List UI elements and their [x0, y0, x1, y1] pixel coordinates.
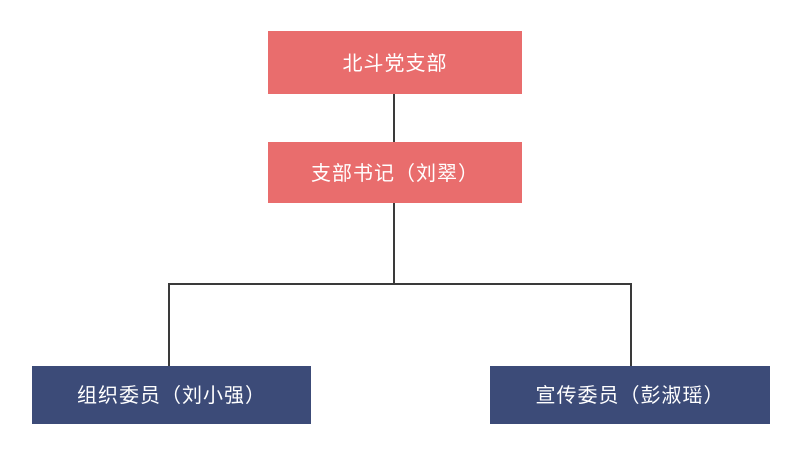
connector-bus-to-org	[168, 283, 170, 366]
node-party-branch-label: 北斗党支部	[342, 50, 448, 75]
node-branch-secretary-label: 支部书记（刘翠）	[311, 160, 479, 185]
node-organization-member-label: 组织委员（刘小强）	[77, 383, 266, 407]
connector-horizontal-bus	[168, 283, 632, 285]
connector-bus-to-publicity	[630, 283, 632, 366]
node-party-branch: 北斗党支部	[268, 31, 522, 94]
connector-secretary-drop	[393, 203, 395, 285]
node-publicity-member: 宣传委员（彭淑瑶）	[490, 366, 770, 424]
node-organization-member: 组织委员（刘小强）	[32, 366, 311, 424]
node-branch-secretary: 支部书记（刘翠）	[268, 142, 522, 203]
node-publicity-member-label: 宣传委员（彭淑瑶）	[535, 383, 725, 407]
connector-root-to-secretary	[393, 94, 395, 142]
